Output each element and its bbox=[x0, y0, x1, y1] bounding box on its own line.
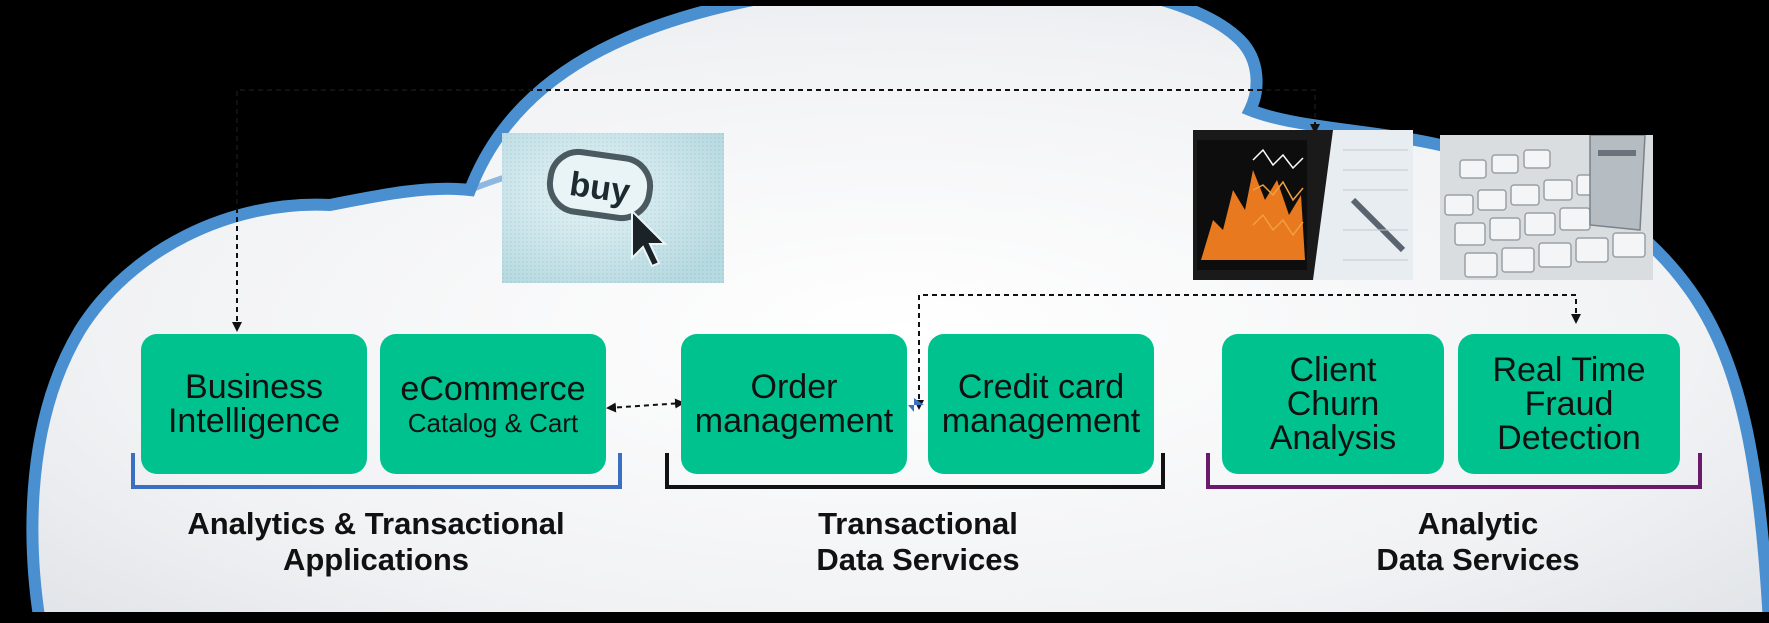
box-label-line2: Intelligence bbox=[167, 402, 340, 440]
group-label-line1: Analytics & Transactional bbox=[187, 506, 565, 541]
group-label-analytics-transactional: Analytics & Transactional Applications bbox=[126, 506, 626, 578]
box-label-line1: Order bbox=[750, 368, 838, 406]
box-label-line2: management bbox=[694, 402, 894, 440]
credit-card-management-box[interactable]: Credit card management bbox=[928, 334, 1154, 474]
box-label-line3: Detection bbox=[1497, 419, 1641, 457]
group-label-analytic: Analytic Data Services bbox=[1228, 506, 1728, 578]
group-label-line2: Data Services bbox=[1376, 542, 1580, 577]
connector-bi-to-analytics bbox=[232, 89, 1320, 332]
client-churn-analysis-box[interactable]: Client Churn Analysis bbox=[1222, 334, 1444, 474]
business-intelligence-box[interactable]: Business Intelligence bbox=[141, 334, 367, 474]
connector-ecommerce-to-order bbox=[606, 398, 685, 413]
group-label-line2: Applications bbox=[282, 542, 469, 577]
box-label-line1: Business bbox=[185, 368, 323, 406]
box-label-line1: eCommerce bbox=[400, 370, 586, 408]
buy-text: buy bbox=[567, 165, 632, 211]
box-label-line1: Real Time bbox=[1492, 351, 1646, 389]
box-label-line1: Client bbox=[1289, 351, 1377, 389]
keyboard-card-photo bbox=[1440, 135, 1653, 280]
box-label-line2: Churn bbox=[1286, 385, 1380, 423]
box-label-line2: Catalog & Cart bbox=[407, 408, 579, 438]
group-label-line2: Data Services bbox=[816, 542, 1020, 577]
group-label-line1: Transactional bbox=[818, 506, 1018, 541]
bracket-analytics-transactional bbox=[131, 453, 622, 489]
real-time-fraud-detection-box[interactable]: Real Time Fraud Detection bbox=[1458, 334, 1680, 474]
financial-chart-photo bbox=[1193, 130, 1413, 280]
group-label-line1: Analytic bbox=[1417, 506, 1539, 541]
ecommerce-box[interactable]: eCommerce Catalog & Cart bbox=[380, 334, 606, 474]
box-label-line3: Analysis bbox=[1269, 419, 1397, 457]
connector-credit-to-fraud bbox=[914, 294, 1581, 410]
buy-button-photo: buy bbox=[502, 133, 724, 283]
bracket-transactional bbox=[665, 453, 1165, 489]
box-label-line1: Credit card bbox=[957, 368, 1125, 406]
group-label-transactional: Transactional Data Services bbox=[668, 506, 1168, 578]
box-label-line2: management bbox=[941, 402, 1141, 440]
order-management-box[interactable]: Order management bbox=[681, 334, 907, 474]
arrow-order-to-credit bbox=[908, 398, 924, 412]
box-label-line2: Fraud bbox=[1524, 385, 1614, 423]
bracket-analytic bbox=[1206, 453, 1702, 489]
